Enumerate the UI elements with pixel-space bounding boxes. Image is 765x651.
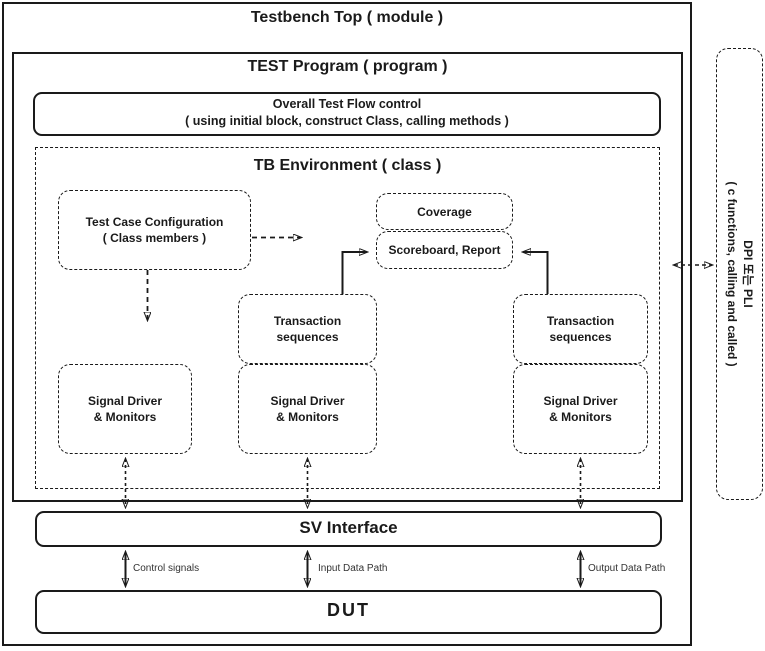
dut-box — [35, 590, 662, 634]
overall-test-flow-text: Overall Test Flow control ( using initia… — [33, 96, 661, 130]
coverage-box: Coverage — [376, 193, 513, 230]
test-program-box — [12, 52, 683, 502]
dpi-pli-box: DPI 또는 PLI ( c functions, calling and ca… — [716, 48, 763, 500]
output-data-path-label: Output Data Path — [588, 563, 666, 574]
transaction-sequences-right-line2: sequences — [549, 330, 612, 344]
overall-test-flow-line2: ( using initial block, construct Class, … — [185, 114, 509, 128]
scoreboard-report-box: Scoreboard, Report — [376, 231, 513, 269]
signal-driver-monitors-2-box: Signal Driver & Monitors — [238, 364, 377, 454]
tb-environment-title: TB Environment ( class ) — [253, 157, 442, 174]
test-case-configuration-line1: Test Case Configuration — [85, 215, 224, 229]
signal-driver-monitors-2-line1: Signal Driver — [270, 394, 345, 408]
test-case-configuration-box: Test Case Configuration ( Class members … — [58, 190, 251, 270]
signal-driver-monitors-1-box: Signal Driver & Monitors — [58, 364, 192, 454]
dut-label: DUT — [327, 600, 370, 620]
transaction-sequences-mid-line2: sequences — [276, 330, 339, 344]
coverage-label: Coverage — [417, 204, 472, 219]
signal-driver-monitors-3-box: Signal Driver & Monitors — [513, 364, 648, 454]
overall-test-flow-box — [33, 92, 661, 136]
test-case-configuration-line2: ( Class members ) — [102, 231, 207, 245]
signal-driver-monitors-1-line1: Signal Driver — [87, 394, 163, 408]
transaction-sequences-right-box: Transaction sequences — [513, 294, 648, 364]
testbench-top-title: Testbench Top ( module ) — [250, 9, 444, 26]
testbench-top-box — [2, 2, 692, 646]
scoreboard-report-label: Scoreboard, Report — [388, 243, 501, 257]
signal-driver-monitors-3-line2: & Monitors — [549, 410, 612, 424]
signal-driver-monitors-1-line2: & Monitors — [93, 410, 157, 424]
transaction-sequences-mid-box: Transaction sequences — [238, 294, 377, 364]
control-signals-label: Control signals — [133, 563, 200, 574]
tb-environment-box — [35, 147, 660, 489]
overall-test-flow-line1: Overall Test Flow control — [272, 97, 422, 111]
signal-driver-monitors-2-line2: & Monitors — [276, 410, 339, 424]
dpi-pli-line2: ( c functions, calling and called ) — [724, 181, 739, 367]
transaction-sequences-right-line1: Transaction — [546, 314, 615, 328]
signal-driver-monitors-3-line1: Signal Driver — [543, 394, 618, 408]
dpi-pli-line1: DPI 또는 PLI — [740, 240, 755, 308]
input-data-path-label: Input Data Path — [318, 563, 388, 574]
dpi-pli-label: DPI 또는 PLI ( c functions, calling and ca… — [724, 54, 756, 494]
sv-interface-box — [35, 511, 662, 547]
test-program-title: TEST Program ( program ) — [247, 58, 448, 75]
transaction-sequences-mid-line1: Transaction — [273, 314, 342, 328]
sv-interface-label: SV Interface — [299, 518, 398, 537]
